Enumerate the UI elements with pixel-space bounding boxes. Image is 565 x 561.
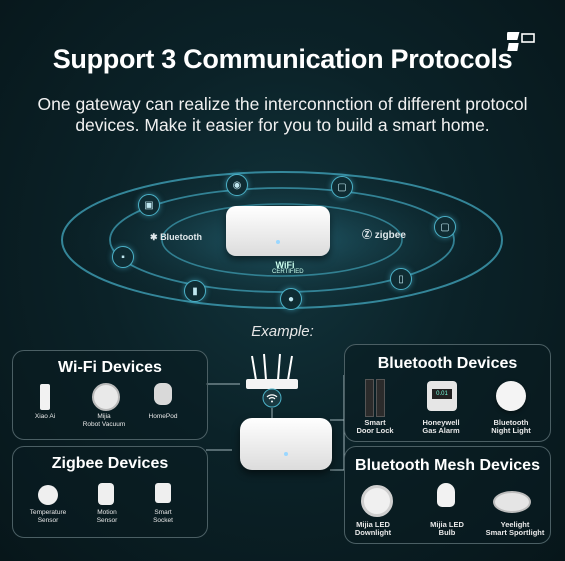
ring-tablet-icon: ▯ <box>390 268 412 290</box>
zigbee-item-0: Temperature Sensor <box>29 509 67 524</box>
ring-switch-icon: ▢ <box>331 176 353 198</box>
homepod-icon <box>154 383 172 405</box>
bluetooth-devices-card: Bluetooth Devices 0.01 Smart Door Lock H… <box>344 344 551 442</box>
mesh-item-1: Mijia LED Bulb <box>430 520 464 537</box>
wifi-item-2: HomePod <box>148 413 178 420</box>
wifi-certified-logo: WiFi CERTIFIED <box>272 260 304 276</box>
ring-plug-icon: ▢ <box>434 216 456 238</box>
zigbee-devices-title: Zigbee Devices <box>51 455 169 472</box>
example-label: Example: <box>251 323 314 340</box>
bluetooth-label: ✱ Bluetooth <box>150 232 203 242</box>
night-light-icon <box>496 381 526 411</box>
outer-ring <box>61 171 503 309</box>
brand-logo-icon <box>507 32 535 51</box>
ring-camera-icon: ◉ <box>226 174 248 196</box>
ring-door-icon: ▮ <box>184 280 206 302</box>
smart-spotlight-icon <box>493 491 531 513</box>
xiao-ai-speaker-icon <box>40 384 50 410</box>
wifi-item-0: Xiao Ai <box>34 413 56 420</box>
gas-alarm-icon: 0.01 <box>427 381 457 411</box>
wifi-item-1: Mijia Robot Vacuum <box>82 413 126 428</box>
motion-sensor-icon <box>98 483 114 505</box>
bluetooth-item-2: Bluetooth Night Light <box>491 418 531 435</box>
gateway-hub-example <box>240 418 332 470</box>
robot-vacuum-icon <box>92 383 120 411</box>
mesh-item-0: Mijia LED Downlight <box>354 520 392 537</box>
bluetooth-item-0: Smart Door Lock <box>356 418 394 435</box>
gateway-hub-main <box>226 206 330 256</box>
ring-panel-icon: ▣ <box>138 194 160 216</box>
page-subtitle: One gateway can realize the interconncti… <box>37 94 528 135</box>
bluetooth-item-1: Honeywell Gas Alarm <box>422 418 460 435</box>
smart-socket-icon <box>155 483 171 503</box>
wifi-router-icon <box>246 353 298 408</box>
mesh-devices-title: Bluetooth Mesh Devices <box>355 457 540 474</box>
zigbee-item-2: Smart Socket <box>153 509 173 524</box>
ring-button-icon: ● <box>280 288 302 310</box>
bluetooth-icon: ✱ <box>150 232 158 242</box>
temperature-sensor-icon <box>38 485 58 505</box>
door-lock-icon <box>365 379 385 417</box>
bluetooth-devices-title: Bluetooth Devices <box>377 355 518 372</box>
zigbee-devices-card: Zigbee Devices Temperature Sensor Motion… <box>12 446 208 538</box>
page-title: Support 3 Communication Protocols <box>52 44 513 74</box>
wifi-devices-card: Wi-Fi Devices Xiao Ai Mijia Robot Vacuum… <box>12 350 208 440</box>
zigbee-label: Ⓩ zigbee <box>362 230 406 241</box>
mesh-item-2: Yeelight Smart Sportlight <box>485 520 545 537</box>
led-downlight-icon <box>361 485 393 517</box>
gateway-indicator <box>276 240 280 244</box>
ring-sensor-icon: ▪ <box>112 246 134 268</box>
led-bulb-icon <box>437 483 455 507</box>
inner-ring <box>161 203 403 277</box>
wifi-devices-title: Wi-Fi Devices <box>58 359 162 376</box>
gas-alarm-display: 0.01 <box>432 389 452 399</box>
mesh-devices-card: Bluetooth Mesh Devices Mijia LED Downlig… <box>344 446 551 544</box>
gateway-example-indicator <box>284 452 288 456</box>
zigbee-icon: Ⓩ <box>362 230 372 241</box>
zigbee-item-1: Motion Sensor <box>96 509 118 524</box>
